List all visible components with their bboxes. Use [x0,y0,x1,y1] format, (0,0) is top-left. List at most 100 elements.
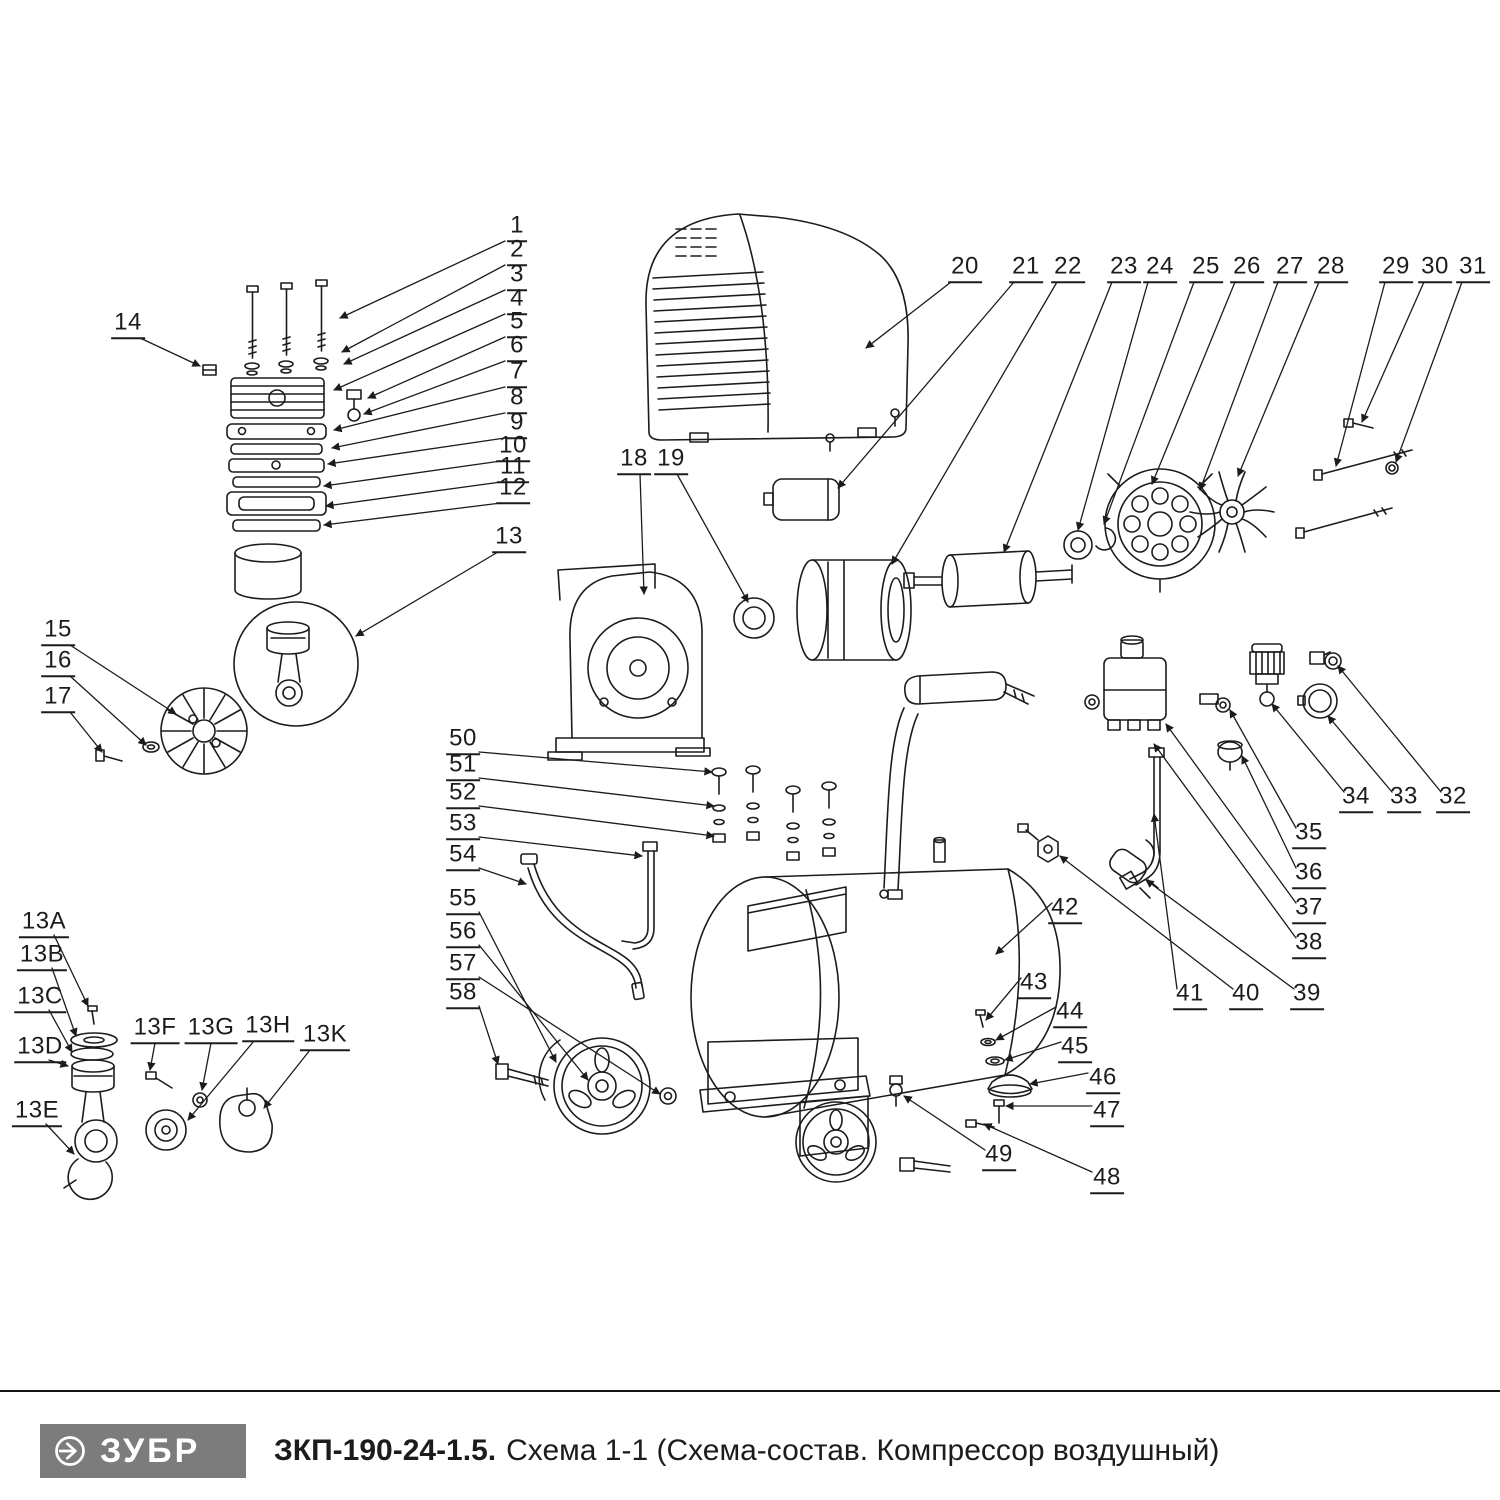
through-bolts [1295,449,1413,539]
callout-13G: 13G [184,1013,238,1044]
callout-9: 9 [507,408,527,439]
outlet-pipe [621,841,658,950]
callout-53: 53 [446,809,480,840]
callout-15: 15 [41,615,75,646]
crank-bearing [145,1109,187,1151]
callout-35: 35 [1292,818,1326,849]
callout-16: 16 [41,646,75,677]
rear-bearing [1063,530,1093,560]
callout-30: 30 [1418,252,1452,283]
callout-39: 39 [1290,979,1324,1010]
fan-washer [142,741,160,753]
callout-43: 43 [1017,968,1051,999]
axle-bolt [495,1063,549,1087]
unloader-tube [1119,747,1165,890]
callout-42: 42 [1048,893,1082,924]
callout-13F: 13F [130,1013,180,1044]
callout-5: 5 [507,307,527,338]
callout-58: 58 [446,978,480,1009]
callout-54: 54 [446,840,480,871]
callout-13: 13 [492,522,526,553]
rod-nut [192,1092,208,1108]
piston-detail-balloon [233,601,359,727]
callout-56: 56 [446,917,480,948]
callout-47: 47 [1090,1096,1124,1127]
drain-cock [889,1075,903,1107]
callout-24: 24 [1143,252,1177,283]
callout-13E: 13E [11,1096,63,1127]
cylinder-sleeve [234,543,302,600]
callout-52: 52 [446,778,480,809]
callout-37: 37 [1292,893,1326,924]
callout-27: 27 [1273,252,1307,283]
model-code: ЗКП-190-24-1.5. [274,1434,497,1467]
wheel-bolt [899,1157,951,1173]
callout-51: 51 [446,750,480,781]
foot-bracket [699,1037,871,1113]
pressure-regulator [1249,643,1285,707]
footer-divider [0,1390,1500,1392]
callout-10: 10 [496,431,530,462]
callout-20: 20 [948,252,982,283]
callout-3: 3 [507,260,527,291]
head-fitting [346,389,362,422]
callout-48: 48 [1090,1163,1124,1194]
callout-13A: 13A [18,907,70,938]
front-bearing [733,597,775,639]
pressure-gauge [1297,683,1338,719]
piston-assembly [63,1005,118,1201]
stator [796,559,912,661]
mounting-bolts [711,765,837,861]
callout-4: 4 [507,284,527,315]
callout-2: 2 [507,235,527,266]
callout-18: 18 [617,444,651,475]
callout-28: 28 [1314,252,1348,283]
callout-45: 45 [1058,1032,1092,1063]
leader-lines [45,240,1463,1173]
cap-fitting [1217,740,1243,771]
callout-31: 31 [1456,252,1490,283]
callout-1: 1 [507,211,527,242]
fan-screw [95,749,123,762]
capacitor [763,478,840,521]
rotor [903,550,1073,608]
elbow-fitting [1199,693,1231,713]
callout-29: 29 [1379,252,1413,283]
schema-title: Схема 1-1 (Схема-состав. Компрессор возд… [506,1434,1220,1467]
cylinder-head [230,377,325,419]
callout-49: 49 [982,1140,1016,1171]
callout-40: 40 [1229,979,1263,1010]
check-valve [1017,823,1059,863]
callout-41: 41 [1173,979,1207,1010]
rubber-foot-parts [965,1009,1033,1128]
crank-counterweight [219,1087,273,1153]
callout-44: 44 [1053,997,1087,1028]
callout-25: 25 [1189,252,1223,283]
motor-shroud [645,213,909,443]
callout-13D: 13D [14,1032,66,1063]
callout-12: 12 [496,473,530,504]
head-washers [244,357,329,376]
callout-46: 46 [1086,1063,1120,1094]
retaining-ring [1095,527,1117,551]
zubr-logo-icon [55,1436,85,1466]
callout-8: 8 [507,383,527,414]
callout-19: 19 [654,444,688,475]
rod-bolt [145,1071,173,1089]
callout-23: 23 [1107,252,1141,283]
footer-bar: ЗУБР ЗКП-190-24-1.5.Схема 1-1 (Схема-сос… [0,1390,1500,1478]
pressure-switch [1084,635,1167,731]
callout-13C: 13C [14,982,66,1013]
callout-26: 26 [1230,252,1264,283]
pump-fan-flywheel [160,687,248,775]
front-wheel [538,1037,677,1135]
discharge-tube [520,853,645,1001]
callout-13B: 13B [16,940,68,971]
rear-wheel [795,1095,877,1183]
callout-13H: 13H [242,1011,294,1042]
callout-13K: 13K [299,1020,351,1051]
callout-50: 50 [446,724,480,755]
callout-32: 32 [1436,782,1470,813]
